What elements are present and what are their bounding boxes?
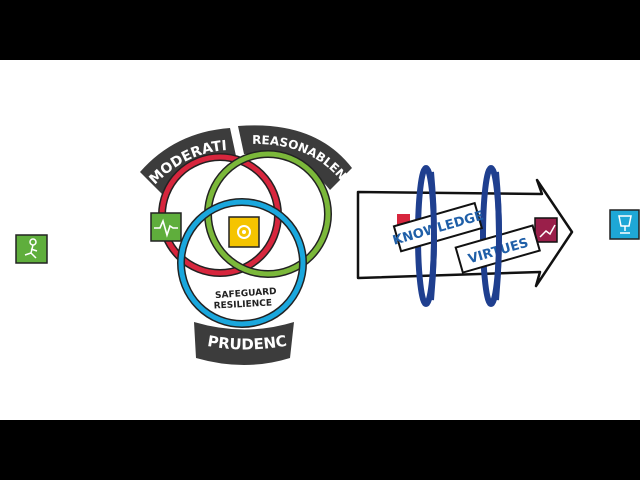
growth-chart-icon	[534, 217, 558, 243]
virtues-loop	[493, 171, 502, 301]
trophy-icon	[609, 209, 640, 240]
moderation-banner	[140, 128, 236, 194]
sun-icon	[228, 216, 260, 248]
knowledge-loop	[428, 171, 437, 301]
center-line-1: SAFEGUARD	[215, 287, 277, 301]
diagram-canvas: MODERATION REASONABLENESS PRUDENCE	[0, 60, 640, 420]
prudence-banner	[194, 322, 294, 365]
heartbeat-icon	[150, 212, 182, 242]
letterbox-top	[0, 0, 640, 60]
walking-person-icon	[15, 234, 48, 264]
letterbox-bottom	[0, 420, 640, 480]
moderation-label: MODERATION	[0, 60, 227, 188]
center-line-2: RESILIENCE	[213, 298, 272, 311]
sufficiency-diagram: MODERATION REASONABLENESS PRUDENCE	[0, 60, 640, 365]
